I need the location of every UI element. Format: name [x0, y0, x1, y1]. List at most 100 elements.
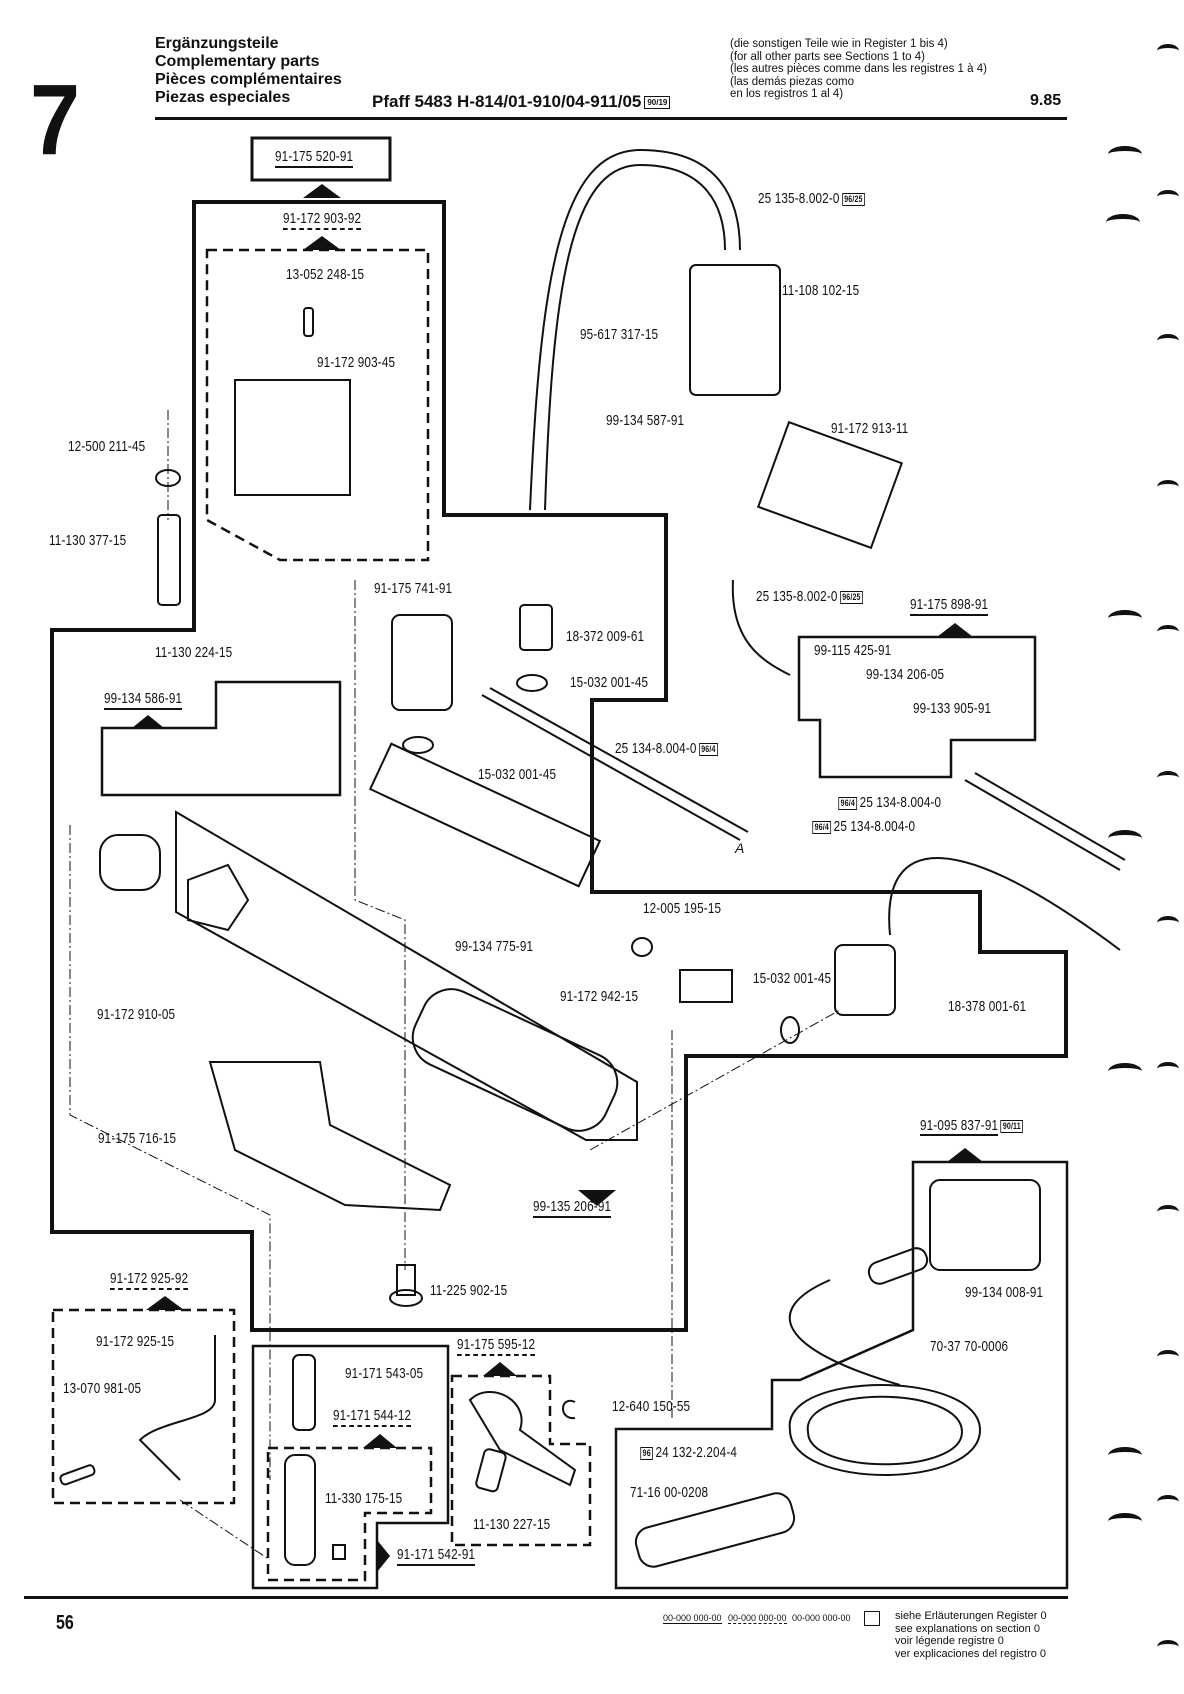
- part-label-91-172-925-92: 91-172 925-92: [110, 1270, 189, 1290]
- note-fr: (les autres pièces comme dans les regist…: [730, 63, 987, 75]
- screw-902-15: [396, 1264, 416, 1296]
- elbow-001-61: [834, 944, 896, 1016]
- tube-curve: [888, 857, 1121, 951]
- note-es-1: (las demás piezas como: [730, 75, 854, 88]
- tag-96-4: 96/4: [838, 796, 858, 810]
- tag-96-25: 96/25: [839, 590, 863, 604]
- pointer-triangle-main: [303, 184, 341, 198]
- part-label-91-172-925-15: 91-172 925-15: [96, 1333, 175, 1350]
- tube-diag-b: [489, 687, 749, 833]
- connector-008-91: [929, 1179, 1041, 1271]
- tag-96-4: 96/4: [698, 742, 718, 756]
- washer-001-45-b: [402, 736, 434, 754]
- part-label-99-134-206-05: 99-134 206-05: [866, 666, 945, 683]
- part-label-99-134-775-91: 99-134 775-91: [455, 938, 534, 955]
- part-number: 25 134-8.004-0: [833, 818, 916, 835]
- clip-150-55: [562, 1399, 576, 1420]
- part-label-71-16-00-0208: 71-16 00-0208: [630, 1484, 709, 1501]
- title-de: Ergänzungsteile: [155, 35, 279, 52]
- subassembly-outline-206-91: [175, 810, 638, 1141]
- subassembly-outline-925-92: [51, 1308, 236, 1505]
- part-label-91-171-543-05: 91-171 543-05: [345, 1365, 424, 1382]
- tube-diag-a: [481, 694, 741, 841]
- binding-mark-icon: [1108, 1447, 1142, 1464]
- part-label-15-032-001-45-b: 15-032 001-45: [478, 766, 557, 783]
- cylinder-775-91: [368, 742, 602, 888]
- binding-mark-icon: [1108, 1513, 1142, 1530]
- tube-top-inner: [544, 163, 726, 511]
- part-label-12-005-195-15: 12-005 195-15: [643, 900, 722, 917]
- subassembly-outline-903-92: [205, 248, 430, 562]
- legend-text-block: siehe Erläuterungen Register 0 see expla…: [895, 1610, 1047, 1660]
- part-label-13-070-981-05: 13-070 981-05: [63, 1380, 142, 1397]
- centerline-6: [179, 1499, 271, 1561]
- pointer-triangle-206-91: [578, 1190, 616, 1206]
- legend-code-dashed: 00-000 000-00: [728, 1613, 787, 1624]
- model-badge: 90/19: [644, 96, 671, 110]
- fitting-741-91: [391, 614, 453, 711]
- part-label-99-134-008-91: 99-134 008-91: [965, 1284, 1044, 1301]
- part-label-15-032-001-45-a: 15-032 001-45: [570, 674, 649, 691]
- legend-code-plain: 00-000 000-00: [792, 1613, 851, 1623]
- part-label-13-052-248-15: 13-052 248-15: [286, 266, 365, 283]
- model-text: Pfaff 5483 H-814/01-910/04-911/05: [372, 92, 642, 111]
- part-label-12-500-211-45: 12-500 211-45: [68, 438, 146, 455]
- washer-001-45-c: [780, 1016, 800, 1044]
- subassembly-outline-544-12: [266, 1446, 433, 1582]
- rod-925-15: [138, 1335, 216, 1481]
- pointer-triangle-544-12: [363, 1434, 397, 1448]
- pointer-triangle-542-91: [377, 1540, 390, 1572]
- subassembly-outline-595-12: [450, 1374, 592, 1547]
- part-label-91-175-741-91: 91-175 741-91: [374, 580, 453, 597]
- title-block: Ergänzungsteile Complementary parts Pièc…: [155, 35, 342, 107]
- tag-96-25: 96/25: [841, 192, 865, 206]
- plug-0208: [634, 1492, 796, 1568]
- part-label-91-172-910-05: 91-172 910-05: [97, 1006, 176, 1023]
- spring-543-05: [292, 1354, 316, 1431]
- note-es-2: en los registros 1 al 4): [730, 88, 844, 100]
- binding-mark-icon: [1157, 625, 1179, 639]
- binding-mark-icon: [1157, 1205, 1179, 1219]
- binding-mark-icon: [1157, 771, 1179, 785]
- centerline-3: [69, 825, 271, 1480]
- pointer-triangle-837-91: [947, 1148, 983, 1162]
- sleeve-542: [284, 1454, 316, 1566]
- legend-code-solid: 00-000 000-00: [663, 1613, 722, 1624]
- subassembly-outline-837-91: [614, 1160, 1069, 1590]
- pin-981-05: [59, 1464, 96, 1486]
- part-label-91-175-520-91: 91-175 520-91: [275, 148, 354, 168]
- part-label-18-378-001-61: 18-378 001-61: [948, 998, 1027, 1015]
- binding-mark-icon: [1108, 1063, 1142, 1080]
- binding-mark-icon: [1157, 1350, 1179, 1364]
- part-label-99-134-587-91: 99-134 587-91: [606, 412, 685, 429]
- binding-mark-icon: [1157, 44, 1179, 58]
- nut-plate: [187, 863, 250, 932]
- screw-head-902-15: [389, 1289, 423, 1307]
- legend-es: ver explicaciones del registro 0: [895, 1647, 1047, 1660]
- part-label-11-130-227-15: 11-130 227-15: [473, 1516, 551, 1533]
- binding-mark-icon: [1157, 916, 1179, 930]
- part-label-91-175-716-15: 91-175 716-15: [98, 1130, 177, 1147]
- washer-001-45-a: [516, 674, 548, 692]
- part-label-70-37-70-0006: 70-37 70-0006: [930, 1338, 1009, 1355]
- part-label-11-130-377-15: 11-130 377-15: [49, 532, 127, 549]
- footer-rule: [24, 1596, 1068, 1599]
- binding-mark-icon: [1157, 480, 1179, 494]
- nut-195-15: [631, 937, 653, 957]
- part-number: 24 132-2.204-4: [655, 1444, 738, 1461]
- subassembly-outline-898-91: [797, 635, 1037, 779]
- part-label-11-225-902-15: 11-225 902-15: [430, 1282, 508, 1299]
- screw-175-15: [332, 1544, 346, 1560]
- part-number: 25 134-8.004-0: [615, 740, 697, 757]
- cable-coil-outer: [788, 1384, 982, 1476]
- binding-mark-icon: [1108, 146, 1142, 163]
- screw-227-15: [475, 1448, 507, 1493]
- part-label-11-130-224-15: 11-130 224-15: [155, 644, 233, 661]
- part-label-91-171-544-12: 91-171 544-12: [333, 1407, 412, 1427]
- subassembly-outline-542-91: [251, 1344, 450, 1590]
- screw-377-15: [157, 514, 181, 606]
- tag-90-11: 90/11: [1000, 1119, 1024, 1133]
